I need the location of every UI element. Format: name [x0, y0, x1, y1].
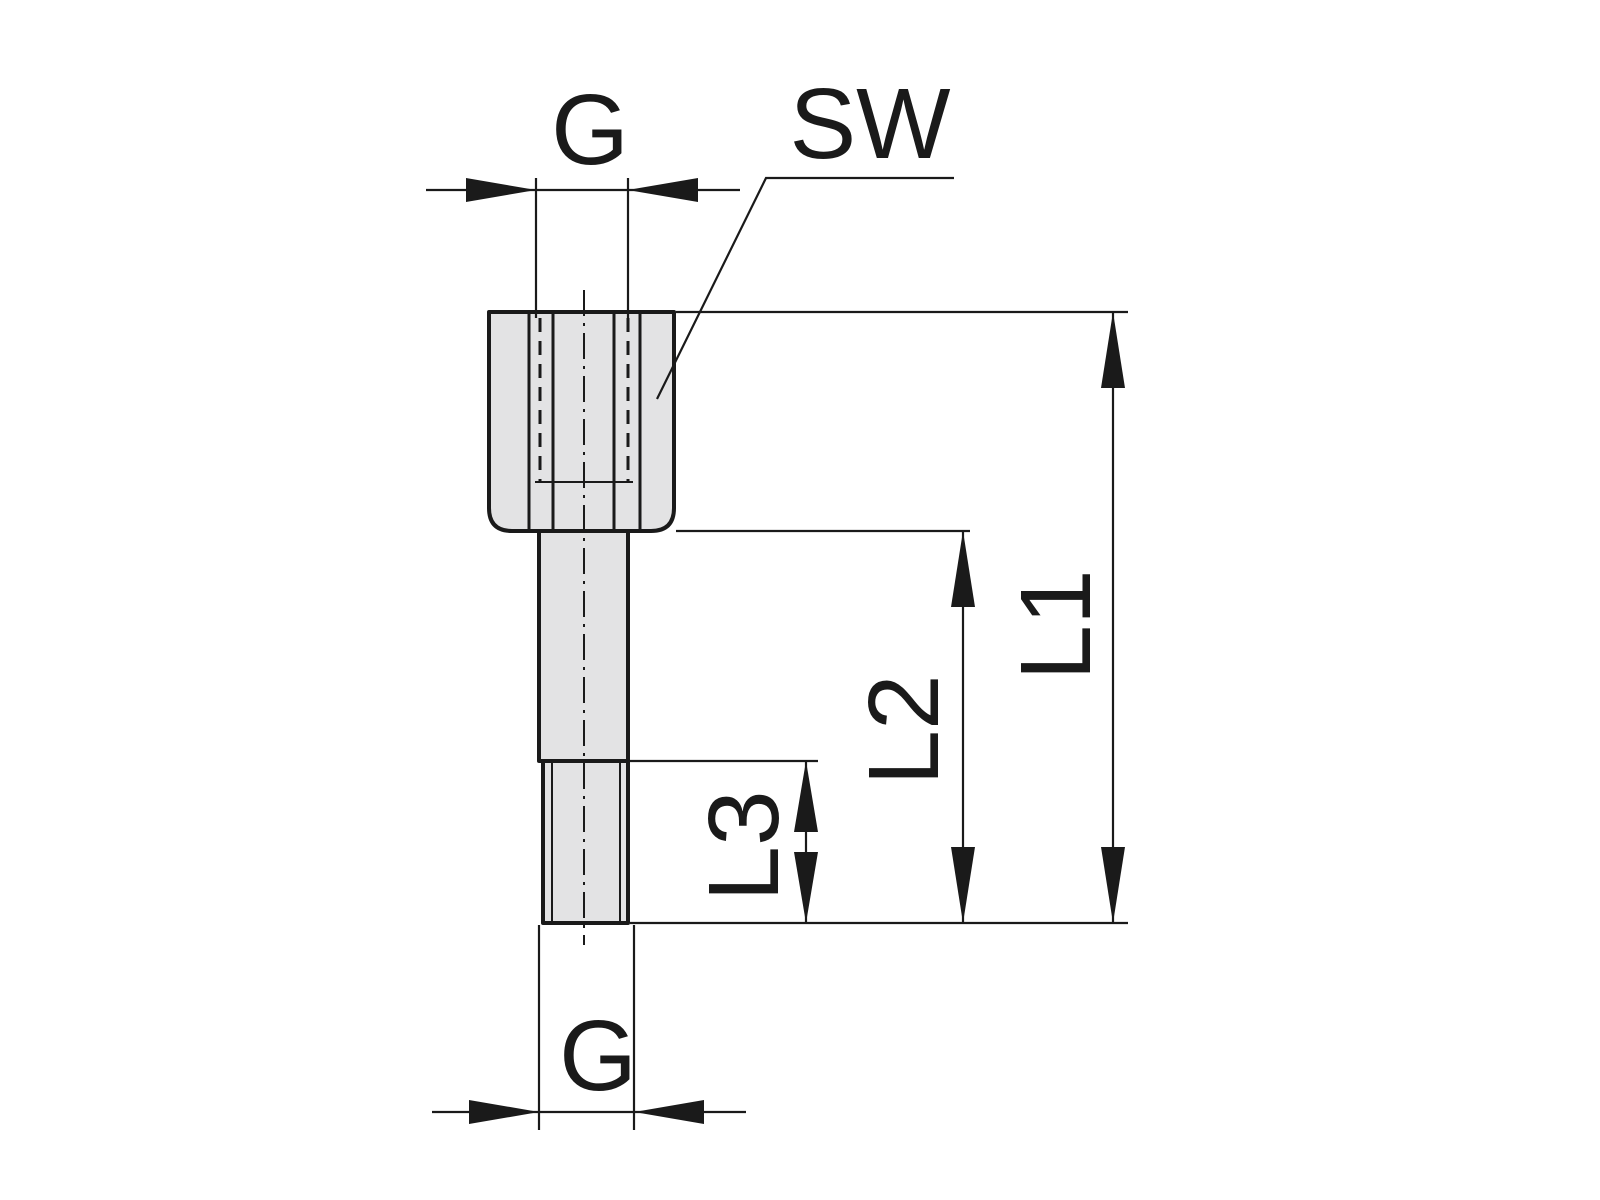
arrow-l2-top — [951, 531, 975, 607]
arrow-l2-bottom — [951, 847, 975, 923]
label-g-bottom: G — [559, 1000, 637, 1112]
dim-g-top: G — [426, 74, 740, 202]
dim-l3: L3 — [688, 761, 818, 923]
label-l3: L3 — [688, 790, 800, 901]
label-g-top: G — [551, 74, 629, 186]
arrow-g-bottom-left — [469, 1100, 539, 1124]
arrow-l3-top — [794, 761, 818, 832]
label-l1: L1 — [1000, 569, 1112, 680]
sw-leader-line — [656, 176, 954, 400]
arrow-g-top-left — [466, 178, 536, 202]
arrow-l3-bottom — [794, 852, 818, 923]
dim-g-bottom: G — [432, 1000, 746, 1124]
dim-sw: SW — [656, 68, 954, 400]
bottom-thread — [541, 759, 630, 925]
extension-lines — [534, 178, 1128, 1130]
arrow-l1-bottom — [1101, 847, 1125, 923]
arrow-g-top-right — [628, 178, 698, 202]
arrow-l1-top — [1101, 312, 1125, 388]
label-l2: L2 — [848, 674, 960, 785]
dim-l1: L1 — [1000, 312, 1125, 923]
arrow-g-bottom-right — [634, 1100, 704, 1124]
hex-head — [487, 310, 676, 533]
label-sw: SW — [789, 68, 951, 180]
fitting-part — [487, 290, 676, 945]
dim-l2: L2 — [848, 531, 975, 923]
